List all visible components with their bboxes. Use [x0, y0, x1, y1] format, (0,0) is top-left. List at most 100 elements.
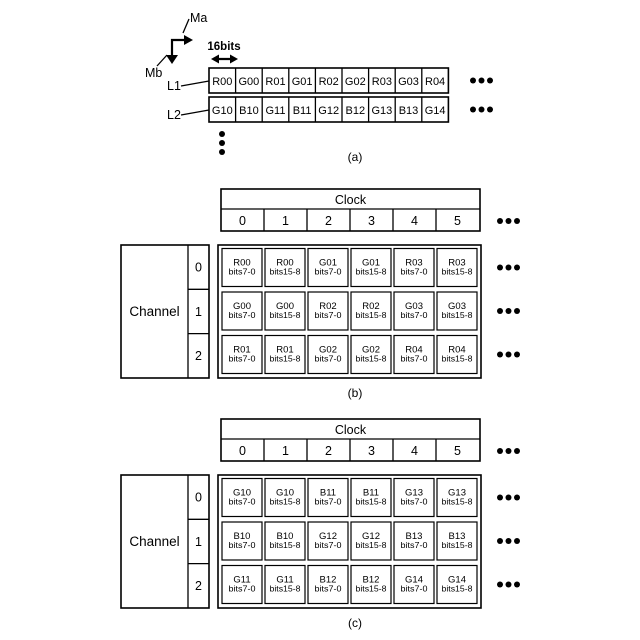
bits-label: bits7-0 — [315, 540, 342, 550]
panel-c: Clock012345Channel012G10bits7-0G10bits15… — [121, 419, 520, 630]
bits-label: bits7-0 — [229, 497, 256, 507]
bits-label: bits7-0 — [229, 310, 256, 320]
pixel-label: R01 — [265, 76, 285, 88]
pixel-label: R02 — [319, 76, 339, 88]
channel-number: 1 — [195, 535, 202, 549]
bits-label: bits15-8 — [270, 310, 301, 320]
bits-label: bits15-8 — [356, 267, 387, 277]
bits-label: bits15-8 — [356, 540, 387, 550]
clock-number: 4 — [411, 444, 418, 458]
data-cell: G02bits7-0 — [308, 336, 348, 374]
pixel-label: G00 — [239, 76, 260, 88]
dot — [514, 495, 520, 501]
clock-number: 2 — [325, 444, 332, 458]
bits-label: bits7-0 — [229, 584, 256, 594]
pixel-label: G13 — [372, 105, 393, 117]
pixel-label: R03 — [372, 76, 392, 88]
dot — [470, 78, 476, 84]
bits-label: bits15-8 — [356, 354, 387, 364]
clock-number: 1 — [282, 444, 289, 458]
data-cell: B10bits7-0 — [222, 522, 262, 560]
pixel-label: G12 — [318, 105, 339, 117]
clock-number: 0 — [239, 214, 246, 228]
clock-header: Clock012345 — [221, 189, 520, 231]
data-cell: R01bits7-0 — [222, 336, 262, 374]
clock-number: 4 — [411, 214, 418, 228]
width-label: 16bits — [207, 41, 240, 53]
ma-leader-line — [183, 19, 189, 33]
row-continuation-dots — [497, 265, 520, 271]
dot — [470, 107, 476, 113]
caption: (c) — [348, 616, 362, 630]
pixel-label: B12 — [346, 105, 366, 117]
bits-label: bits7-0 — [315, 354, 342, 364]
data-cell: G10bits15-8 — [265, 479, 305, 517]
line-label-leader — [181, 81, 209, 86]
dot — [497, 582, 503, 588]
channel-number: 1 — [195, 305, 202, 319]
dot — [479, 107, 485, 113]
channel-number: 0 — [195, 261, 202, 275]
bits-label: bits15-8 — [442, 354, 473, 364]
pixel-label: R04 — [425, 76, 445, 88]
data-cell: R01bits15-8 — [265, 336, 305, 374]
clock-label: Clock — [335, 193, 367, 207]
dot — [497, 448, 503, 454]
dot — [514, 218, 520, 224]
bits-label: bits15-8 — [356, 497, 387, 507]
data-cell: R00bits15-8 — [265, 249, 305, 287]
pixel-label: G01 — [292, 76, 313, 88]
data-cell: B10bits15-8 — [265, 522, 305, 560]
dot — [514, 352, 520, 358]
data-cell: G10bits7-0 — [222, 479, 262, 517]
bits-label: bits15-8 — [356, 584, 387, 594]
bits-label: bits7-0 — [315, 310, 342, 320]
line-row: R00G00R01G01R02G02R03G03R04L1 — [167, 68, 493, 93]
clock-number: 3 — [368, 444, 375, 458]
bits-label: bits15-8 — [442, 584, 473, 594]
dot — [506, 538, 512, 544]
data-cell: G12bits15-8 — [351, 522, 391, 560]
dot — [514, 308, 520, 314]
clock-number: 0 — [239, 444, 246, 458]
data-cell: R03bits7-0 — [394, 249, 434, 287]
dot — [514, 265, 520, 271]
line-label-leader — [181, 110, 209, 115]
row-continuation-dots — [470, 78, 493, 84]
data-cell: B13bits7-0 — [394, 522, 434, 560]
row-continuation-dots — [497, 538, 520, 544]
pixel-label: R00 — [212, 76, 232, 88]
bits-label: bits7-0 — [315, 497, 342, 507]
bits-label: bits7-0 — [401, 310, 428, 320]
channel-number: 0 — [195, 491, 202, 505]
data-cell: G12bits7-0 — [308, 522, 348, 560]
pixel-label: G11 — [266, 105, 286, 117]
direction-arrows: Ma Mb — [145, 11, 207, 80]
dot — [506, 352, 512, 358]
data-cell: R04bits7-0 — [394, 336, 434, 374]
data-cell: G11bits15-8 — [265, 566, 305, 604]
bits-label: bits7-0 — [401, 497, 428, 507]
pixel-label: G02 — [345, 76, 366, 88]
dot — [219, 131, 225, 137]
dot — [219, 149, 225, 155]
bits-label: bits7-0 — [229, 540, 256, 550]
bits-label: bits7-0 — [229, 354, 256, 364]
pixel-label: B13 — [399, 105, 419, 117]
channel-label: Channel — [129, 534, 179, 549]
row-continuation-dots — [497, 308, 520, 314]
channel-column: Channel012 — [121, 475, 209, 608]
panel-a: Ma Mb 16bits (a) R00G00R01G01R02G02R03G0… — [145, 11, 493, 164]
clock-header: Clock012345 — [221, 419, 520, 461]
bits-label: bits7-0 — [401, 354, 428, 364]
dot — [506, 495, 512, 501]
clock-number: 5 — [454, 444, 461, 458]
dot — [497, 538, 503, 544]
channel-data-grid: G10bits7-0G10bits15-8B11bits7-0B11bits15… — [218, 475, 520, 608]
bits-label: bits15-8 — [270, 497, 301, 507]
pixel-label: B10 — [239, 105, 259, 117]
dot — [506, 265, 512, 271]
bits-label: bits15-8 — [270, 267, 301, 277]
dot — [479, 78, 485, 84]
dot — [497, 218, 503, 224]
